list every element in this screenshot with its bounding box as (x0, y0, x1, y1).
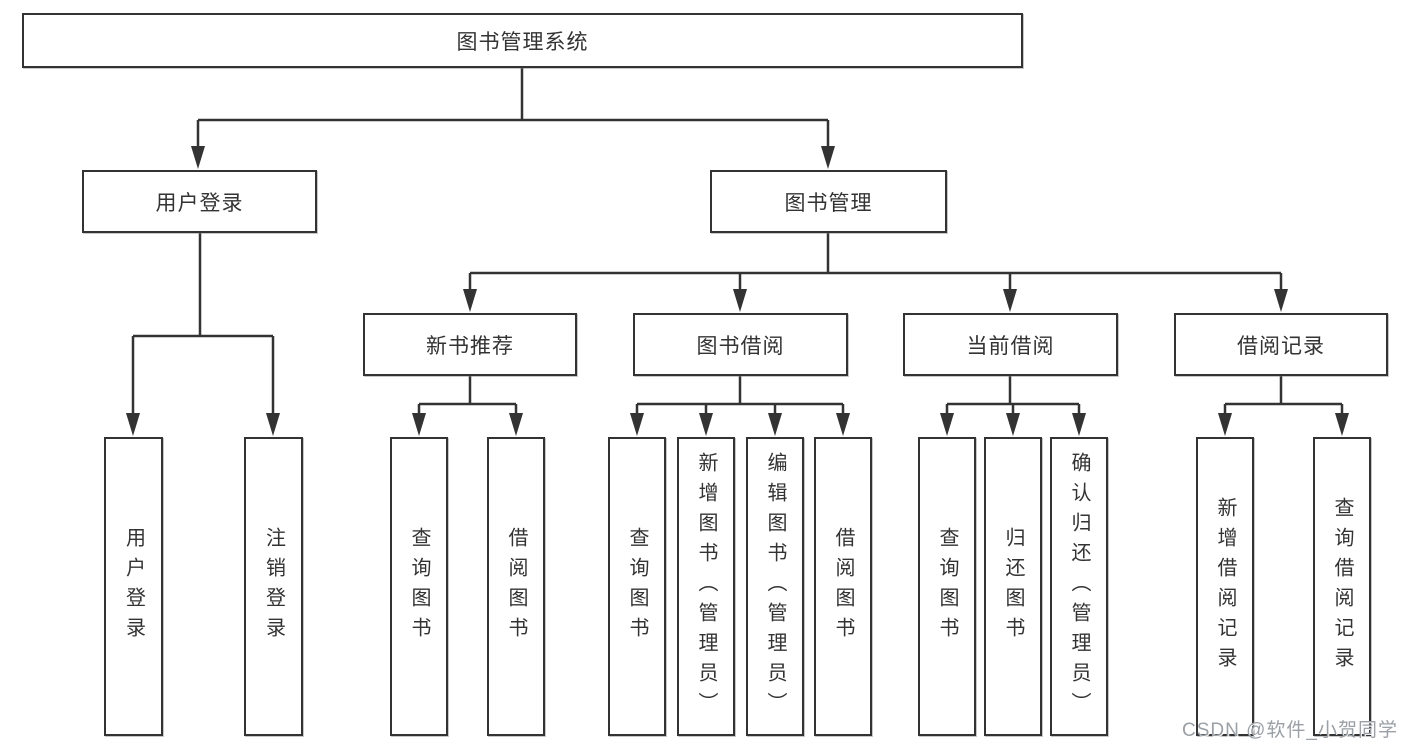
csdn-watermark: CSDN @软件_小贺同学 (1182, 720, 1398, 741)
node-leaf-add-book-admin-label: 新增图书（管理员） (695, 451, 717, 722)
node-leaf-return-book-label: 归还图书 (1002, 526, 1024, 647)
node-leaf-add-borrow-record-label: 新增借阅记录 (1214, 496, 1236, 677)
node-current-borrowing-label: 当前借阅 (966, 334, 1055, 358)
node-leaf-query-books-recommend: 查询图书 (390, 437, 448, 736)
node-leaf-user-login: 用户登录 (104, 437, 163, 736)
node-leaf-edit-book-admin: 编辑图书（管理员） (746, 437, 804, 736)
node-leaf-query-books-borrowing: 查询图书 (608, 437, 666, 736)
node-book-management: 图书管理 (710, 170, 947, 233)
node-user-login-label: 用户登录 (155, 191, 244, 215)
node-root-system: 图书管理系统 (22, 13, 1023, 68)
node-leaf-query-books-borrowing-label: 查询图书 (626, 526, 648, 647)
node-book-borrowing-label: 图书借阅 (696, 334, 785, 358)
node-new-book-recommend-label: 新书推荐 (426, 334, 514, 358)
arrowhead-icons (126, 146, 1349, 436)
node-user-login: 用户登录 (82, 170, 317, 233)
node-book-management-label: 图书管理 (784, 191, 873, 215)
node-leaf-confirm-return-admin: 确认归还（管理员） (1050, 437, 1108, 736)
node-leaf-query-books-current: 查询图书 (918, 437, 976, 736)
node-leaf-borrow-book-recommend-label: 借阅图书 (505, 526, 527, 647)
node-borrow-records: 借阅记录 (1174, 313, 1388, 376)
node-leaf-confirm-return-admin-label: 确认归还（管理员） (1068, 451, 1090, 722)
node-leaf-edit-book-admin-label: 编辑图书（管理员） (764, 451, 786, 722)
node-leaf-user-login-label: 用户登录 (122, 526, 145, 647)
node-leaf-return-book: 归还图书 (984, 437, 1042, 736)
node-leaf-add-book-admin: 新增图书（管理员） (677, 437, 735, 736)
node-leaf-query-books-recommend-label: 查询图书 (408, 526, 430, 647)
node-borrow-records-label: 借阅记录 (1237, 334, 1325, 358)
node-leaf-query-books-current-label: 查询图书 (936, 526, 958, 647)
node-root-system-label: 图书管理系统 (456, 30, 589, 54)
connector-lines (131, 68, 1344, 415)
node-leaf-borrow-book-label: 借阅图书 (832, 526, 854, 647)
node-leaf-query-borrow-record-label: 查询借阅记录 (1331, 496, 1353, 677)
node-leaf-logout-label: 注销登录 (262, 526, 285, 647)
node-leaf-logout: 注销登录 (244, 437, 303, 736)
node-new-book-recommend: 新书推荐 (363, 313, 577, 376)
node-leaf-borrow-book: 借阅图书 (814, 437, 872, 736)
node-current-borrowing: 当前借阅 (903, 313, 1118, 376)
node-leaf-query-borrow-record: 查询借阅记录 (1313, 437, 1371, 736)
node-leaf-borrow-book-recommend: 借阅图书 (487, 437, 545, 736)
node-book-borrowing: 图书借阅 (633, 313, 848, 376)
node-leaf-add-borrow-record: 新增借阅记录 (1196, 437, 1254, 736)
